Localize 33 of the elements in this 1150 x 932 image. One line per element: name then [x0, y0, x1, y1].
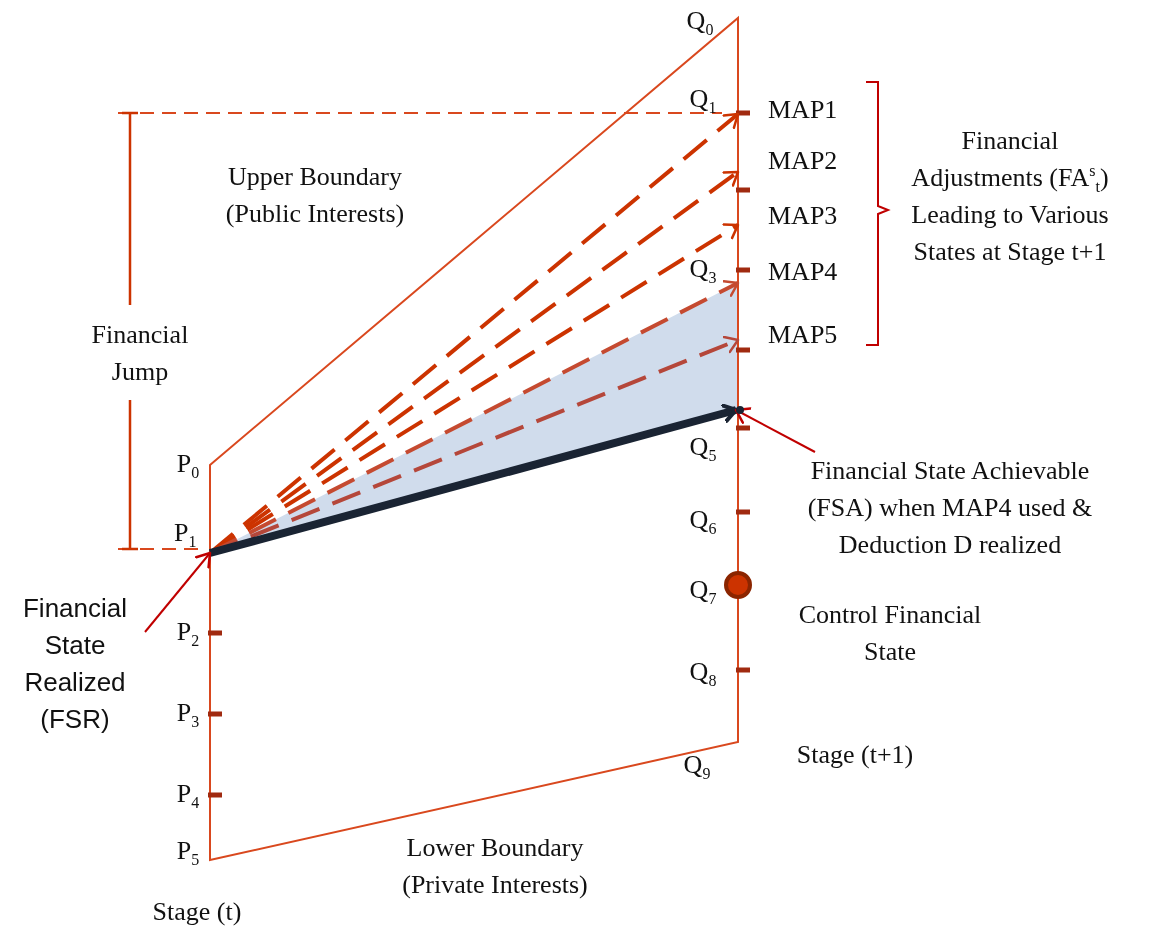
axis-label: P$_{3}$	[175, 696, 201, 731]
stage-label: Stage (t+1)	[795, 738, 915, 771]
dimension-label: Financial Jump	[90, 319, 190, 388]
axis-label: Q$_{1}$	[688, 82, 718, 117]
state-marker	[724, 571, 752, 599]
arrow	[734, 407, 816, 453]
point-label: P$_{1}$	[160, 514, 210, 553]
state-label: MAP4	[738, 253, 858, 290]
axis-label: Q$_{7}$	[688, 573, 718, 608]
axis-label: P$_{2}$	[175, 615, 201, 650]
axis-label: P$_{0}$	[175, 447, 201, 482]
annotation-text: Financial State Achievable (FSA) when MAP4 used & Deduction D realized	[795, 452, 1105, 563]
annotation-text: Financial Adjustments (FA$^{s}$$_{t}$) Leading to Various States at Stage t+1	[910, 125, 1110, 268]
state-label: MAP1	[738, 91, 858, 128]
arrow	[208, 403, 738, 557]
state-label: MAP3	[738, 197, 858, 234]
axis-label: Q$_{6}$	[688, 503, 718, 538]
annotation-text: Financial State Realized (FSR)	[5, 590, 145, 738]
state-point	[736, 406, 744, 414]
axis-label: Q$_{3}$	[688, 252, 718, 287]
stage-label: Stage (t)	[151, 895, 243, 928]
axis-label: P$_{5}$	[175, 834, 201, 869]
axis-label: Q$_{0}$	[685, 4, 715, 39]
axis-label: Q$_{9}$	[682, 748, 712, 783]
region-label: Upper Boundary (Public Interests)	[224, 161, 406, 230]
axis-label: P$_{4}$	[175, 777, 201, 812]
axis-label: Q$_{8}$	[688, 655, 718, 690]
annotation-text: Control Financial State	[797, 599, 983, 668]
state-label: MAP5	[738, 316, 858, 353]
axis-label: Q$_{5}$	[688, 430, 718, 465]
arrow	[144, 551, 212, 633]
state-label: MAP2	[738, 142, 858, 179]
region-label: Lower Boundary (Private Interests)	[401, 832, 589, 901]
